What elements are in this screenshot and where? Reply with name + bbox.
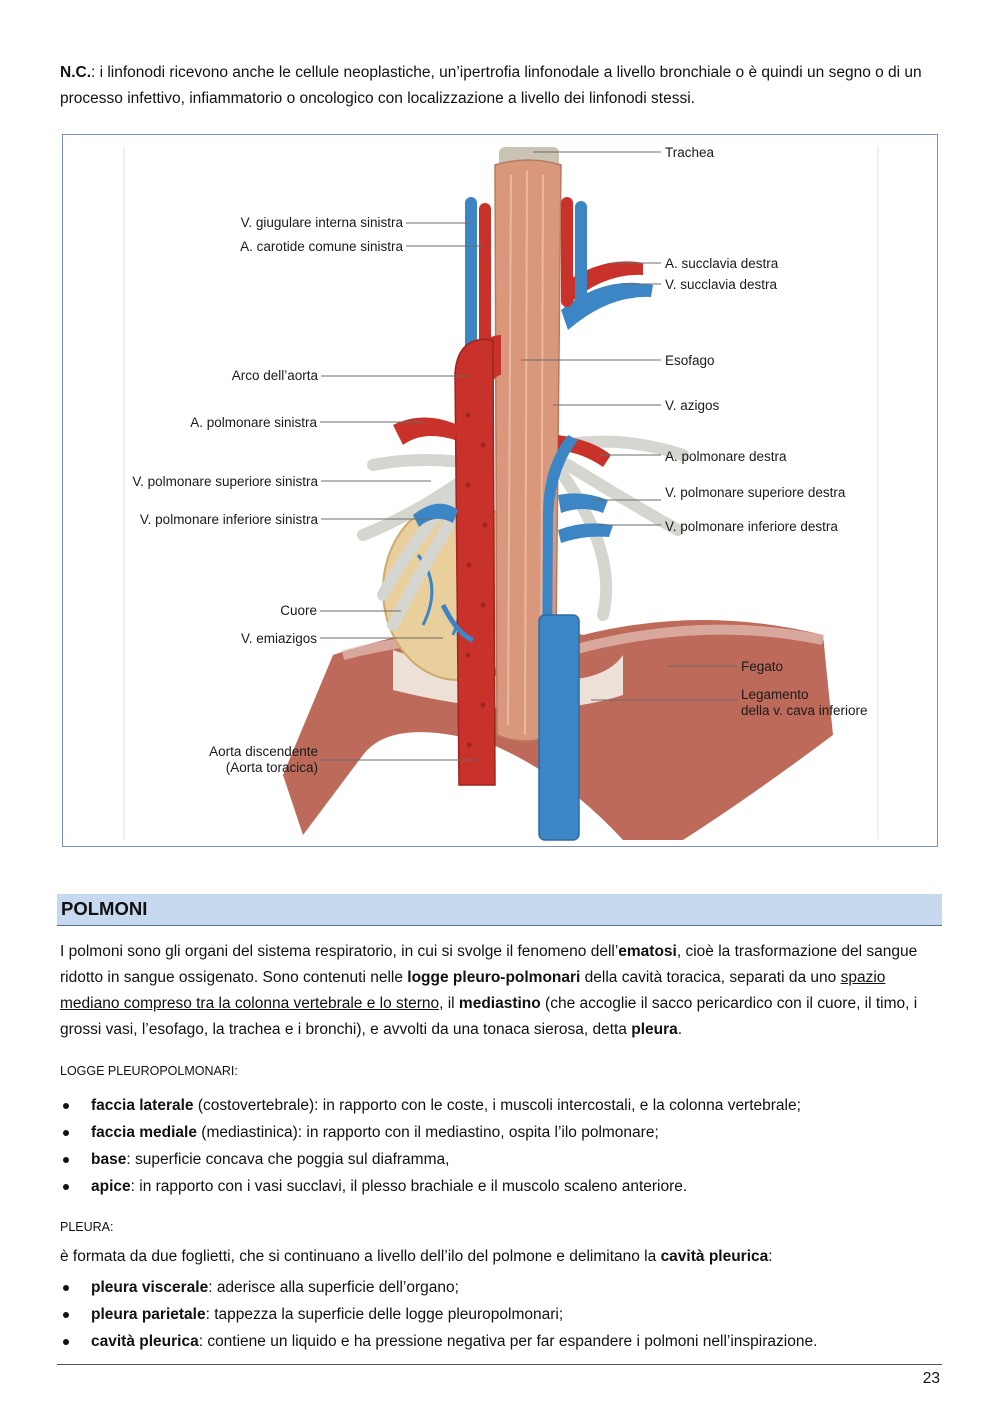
text-run: , cioè la trasformazione del sangue rido…	[60, 943, 918, 986]
label-hemiazygos: V. emiazigos	[241, 631, 317, 646]
list-term: pleura parietale	[91, 1306, 206, 1323]
lungs-paragraph: I polmoni sono gli organi del sistema re…	[60, 939, 942, 1043]
right-subclavian-artery	[561, 261, 643, 305]
list-text: (costovertebrale): in rapporto con le co…	[193, 1097, 801, 1114]
section-title: POLMONI	[61, 898, 148, 919]
label-liver: Fegato	[741, 659, 783, 674]
text-run: (che accoglie il sacco pericardico con i…	[60, 995, 918, 1038]
anatomy-drawing: V. giugulare interna sinistra A. carotid…	[123, 145, 879, 841]
pleura-heading: PLEURA:	[60, 1220, 114, 1234]
list-item: base: superficie concava che poggia sul …	[60, 1146, 942, 1173]
label-right-subclavian-vein: V. succlavia destra	[665, 277, 778, 292]
hemiazygos-vein	[440, 603, 474, 643]
list-item: faccia mediale (mediastinica): in rappor…	[60, 1119, 942, 1146]
label-right-subclavian-artery: A. succlavia destra	[665, 256, 779, 271]
inferior-vena-cava	[538, 614, 580, 841]
logge-heading: LOGGE PLEUROPOLMONARI:	[60, 1064, 238, 1078]
text-run: della cavità toracica, separati da uno	[580, 969, 841, 986]
right-pulmonary-veins	[558, 493, 613, 543]
label-descending-aorta: Aorta discendente	[209, 744, 318, 759]
label-esophagus: Esofago	[665, 353, 715, 368]
list-term: faccia mediale	[91, 1124, 197, 1141]
list-term: cavità pleurica	[91, 1333, 199, 1350]
footer-divider	[57, 1364, 942, 1365]
left-pulmonary-artery	[393, 417, 458, 445]
page-number: 23	[922, 1370, 940, 1387]
label-thoracic-aorta: (Aorta toracica)	[226, 760, 318, 775]
label-left-carotid: A. carotide comune sinistra	[240, 239, 403, 254]
label-trachea: Trachea	[665, 145, 715, 160]
label-aortic-arch: Arco dell’aorta	[232, 368, 319, 383]
text-run: è formata da due foglietti, che si conti…	[60, 1248, 661, 1265]
list-term: pleura viscerale	[91, 1279, 209, 1296]
list-item: cavità pleurica: contiene un liquido e h…	[60, 1328, 942, 1355]
list-item: apice: in rapporto con i vasi succlavi, …	[60, 1173, 942, 1200]
label-ligament: Legamento	[741, 687, 809, 702]
pleura-list: pleura viscerale: aderisce alla superfic…	[60, 1274, 942, 1355]
pleura-heading-colon: :	[110, 1220, 114, 1234]
list-text: : in rapporto con i vasi succlavi, il pl…	[130, 1178, 688, 1195]
term-logge: logge pleuro-polmonari	[407, 969, 581, 986]
left-carotid-artery	[479, 203, 491, 363]
list-text: : tappezza la superficie delle logge ple…	[205, 1306, 564, 1323]
label-right-pulmonary-artery: A. polmonare destra	[665, 449, 787, 464]
logge-heading-text: LOGGE PLEUROPOLMONARI	[60, 1064, 235, 1078]
label-left-inferior-pulmonary-vein: V. polmonare inferiore sinistra	[140, 512, 319, 527]
label-heart: Cuore	[280, 603, 317, 618]
descending-aorta	[454, 338, 496, 786]
list-text: : superficie concava che poggia sul diaf…	[126, 1151, 450, 1168]
list-text: (mediastinica): in rapporto con il media…	[196, 1124, 659, 1141]
label-azygos: V. azigos	[665, 398, 720, 413]
label-right-inferior-pulmonary-vein: V. polmonare inferiore destra	[665, 519, 838, 534]
text-run: I polmoni sono gli organi del sistema re…	[60, 943, 619, 960]
text-run: , il	[439, 995, 459, 1012]
intro-text: : i linfonodi ricevono anche le cellule …	[60, 64, 922, 107]
term-cavita-pleurica: cavità pleurica	[660, 1248, 769, 1265]
term-ematosi: ematosi	[618, 943, 677, 960]
label-right-superior-pulmonary-vein: V. polmonare superiore destra	[665, 485, 846, 500]
logge-list: faccia laterale (costovertebrale): in ra…	[60, 1092, 942, 1200]
list-term: apice	[91, 1178, 131, 1195]
text-run: .	[677, 1021, 683, 1038]
list-item: faccia laterale (costovertebrale): in ra…	[60, 1092, 942, 1119]
list-item: pleura viscerale: aderisce alla superfic…	[60, 1274, 942, 1301]
list-text: : aderisce alla superficie dell’organo;	[208, 1279, 459, 1296]
label-left-jugular: V. giugulare interna sinistra	[241, 215, 404, 230]
list-term: faccia laterale	[91, 1097, 194, 1114]
label-left-pulmonary-artery: A. polmonare sinistra	[190, 415, 317, 430]
pleura-heading-text: PLEURA	[60, 1220, 111, 1234]
label-left-superior-pulmonary-vein: V. polmonare superiore sinistra	[132, 474, 318, 489]
logge-heading-colon: :	[234, 1064, 238, 1078]
list-term: base	[91, 1151, 127, 1168]
list-item: pleura parietale: tappezza la superficie…	[60, 1301, 942, 1328]
nc-label: N.C.	[60, 64, 91, 81]
list-text: : contiene un liquido e ha pressione neg…	[198, 1333, 818, 1350]
left-pulmonary-veins	[413, 503, 458, 527]
underlined-phrase: spazio mediano compreso tra la colonna v…	[60, 969, 886, 1012]
text-run: :	[768, 1248, 773, 1265]
left-jugular-vein	[465, 197, 477, 357]
label-ligament-ivc: della v. cava inferiore	[741, 703, 868, 718]
pleura-intro: è formata da due foglietti, che si conti…	[60, 1244, 942, 1270]
term-mediastino: mediastino	[458, 995, 541, 1012]
term-pleura: pleura	[631, 1021, 678, 1038]
mediastinum-illustration: V. giugulare interna sinistra A. carotid…	[62, 134, 938, 847]
section-header: POLMONI	[57, 894, 942, 926]
intro-paragraph: N.C.: i linfonodi ricevono anche le cell…	[60, 60, 942, 112]
